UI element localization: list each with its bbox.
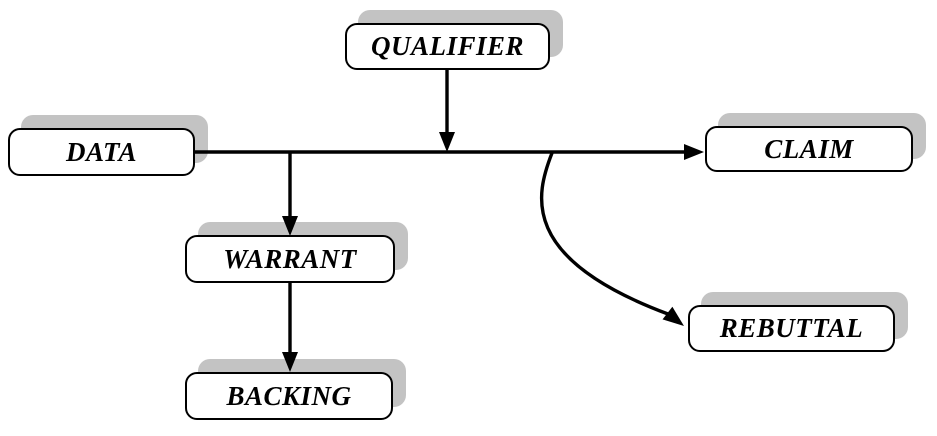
- node-qualifier-label: QUALIFIER: [370, 31, 525, 61]
- edge-line-to-warrant: [282, 152, 298, 236]
- node-data: DATA: [8, 128, 195, 176]
- node-warrant: WARRANT: [185, 235, 395, 283]
- node-claim: CLAIM: [705, 126, 913, 172]
- edge-data-to-claim: [195, 144, 704, 160]
- edge-qualifier-to-line: [439, 70, 455, 152]
- node-data-label: DATA: [65, 136, 138, 167]
- node-qualifier: QUALIFIER: [345, 23, 550, 70]
- node-warrant-label: WARRANT: [223, 243, 357, 274]
- node-backing-label: BACKING: [226, 380, 352, 411]
- edge-warrant-to-backing: [282, 283, 298, 372]
- node-rebuttal-label: REBUTTAL: [719, 313, 864, 343]
- node-claim-label: CLAIM: [764, 133, 854, 164]
- node-rebuttal: REBUTTAL: [688, 305, 895, 352]
- edge-line-to-rebuttal: [539, 152, 684, 326]
- node-backing: BACKING: [185, 372, 393, 420]
